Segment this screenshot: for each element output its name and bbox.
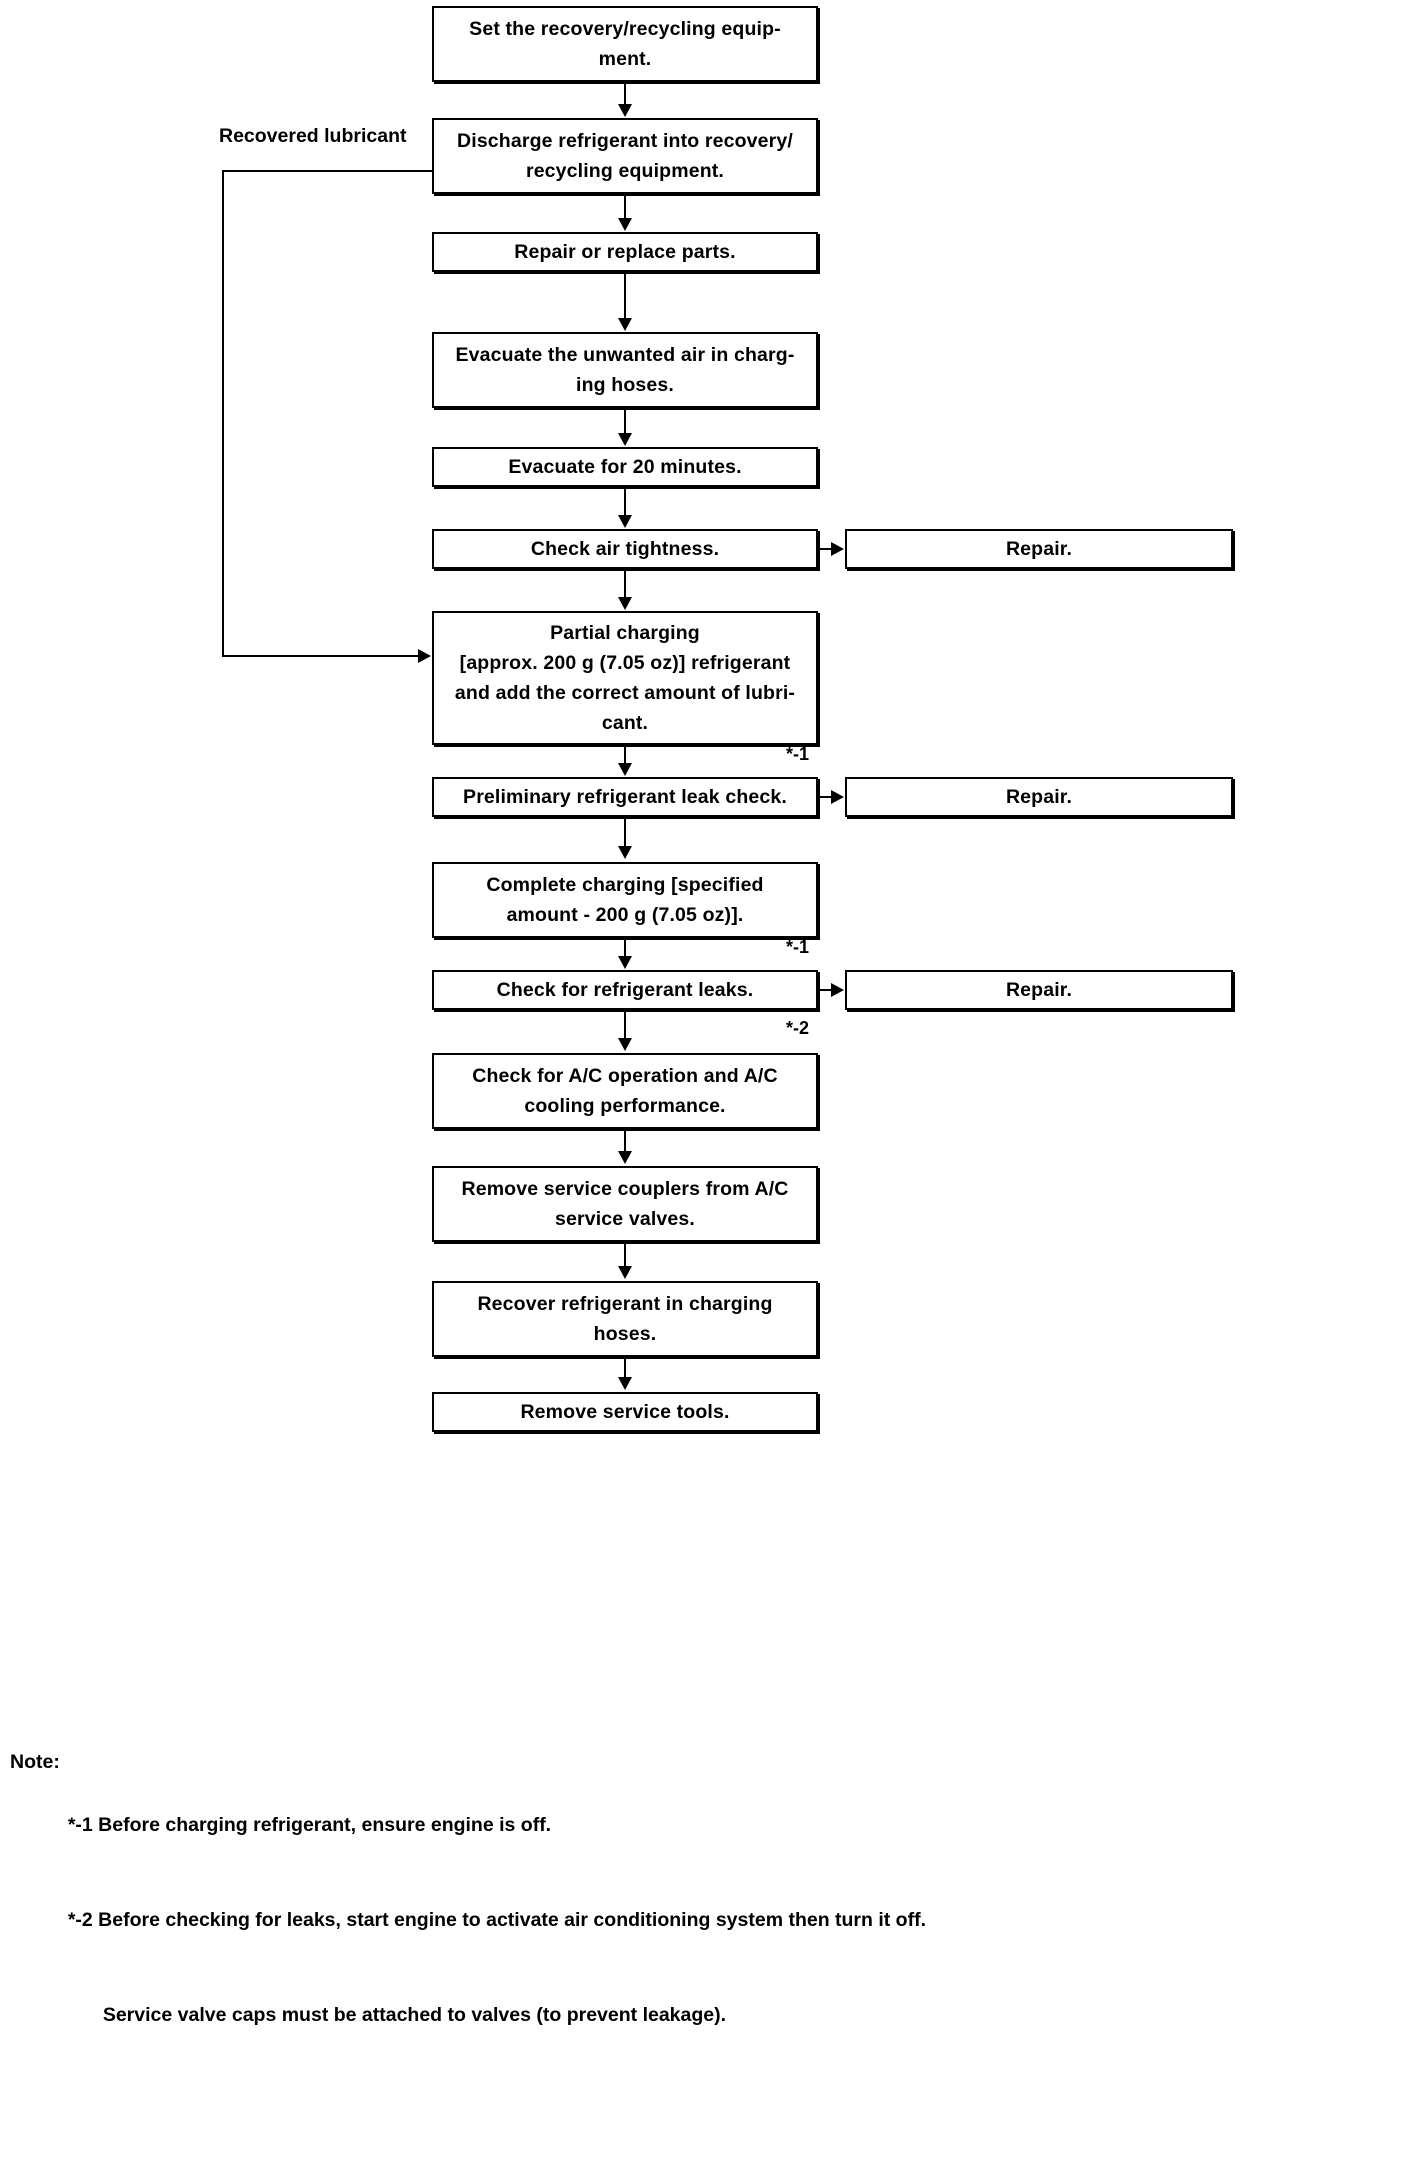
flow-node-complete-charging: Complete charging [specified amount - 20…	[432, 862, 818, 938]
flow-node-check-air-tightness: Check air tightness.	[432, 529, 818, 569]
flow-node-repair-leak: Repair.	[845, 970, 1233, 1010]
connector-line	[624, 817, 626, 848]
flow-node-text: Repair.	[1005, 785, 1073, 808]
flow-node-text: Repair.	[1005, 537, 1073, 560]
feedback-label-recovered-lubricant: Recovered lubricant	[219, 125, 407, 147]
connector-arrow	[618, 846, 632, 859]
connector-line	[624, 194, 626, 220]
connector-arrow	[618, 218, 632, 231]
flow-node-prelim-leak-check: Preliminary refrigerant leak check.	[432, 777, 818, 817]
flow-node-text: Check air tightness.	[530, 537, 720, 560]
connector-line	[624, 569, 626, 599]
flow-node-text: Discharge refrigerant into recovery/ rec…	[457, 129, 793, 182]
flow-node-check-ac-operation: Check for A/C operation and A/C cooling …	[432, 1053, 818, 1129]
flow-node-text: Remove service tools.	[520, 1400, 730, 1423]
branch-arrow	[831, 542, 844, 556]
flow-node-remove-couplers: Remove service couplers from A/C service…	[432, 1166, 818, 1242]
connector-line	[624, 82, 626, 106]
connector-arrow	[618, 318, 632, 331]
flow-node-text: Preliminary refrigerant leak check.	[463, 785, 787, 808]
flow-node-text: Check for refrigerant leaks.	[496, 978, 754, 1001]
connector-arrow	[618, 1377, 632, 1390]
flow-node-evacuate-20min: Evacuate for 20 minutes.	[432, 447, 818, 487]
connector-line	[624, 1129, 626, 1153]
flow-node-text: Remove service couplers from A/C service…	[461, 1177, 789, 1230]
flow-node-text: Repair.	[1005, 978, 1073, 1001]
notes-line-3: Service valve caps must be attached to v…	[102, 2003, 727, 2026]
connector-line	[624, 745, 626, 765]
connector-arrow	[618, 1266, 632, 1279]
connector-arrow	[618, 1151, 632, 1164]
connector-line	[624, 272, 626, 320]
feedback-arrow	[418, 649, 431, 663]
connector-line	[624, 1010, 626, 1040]
connector-line	[624, 487, 626, 517]
feedback-line-bottom	[222, 655, 420, 657]
branch-line	[818, 548, 833, 550]
flow-node-partial-charging: Partial charging [approx. 200 g (7.05 oz…	[432, 611, 818, 745]
flow-node-discharge: Discharge refrigerant into recovery/ rec…	[432, 118, 818, 194]
flow-node-repair-prelim-leak: Repair.	[845, 777, 1233, 817]
flow-node-text: Recover refrigerant in charging hoses.	[477, 1292, 773, 1345]
notes-line-1: *-1 Before charging refrigerant, ensure …	[67, 1814, 552, 1837]
feedback-line-vertical	[222, 170, 224, 657]
footnote-mark-partial-charging: *-1	[786, 744, 810, 764]
connector-arrow	[618, 515, 632, 528]
connector-arrow	[618, 104, 632, 117]
connector-arrow	[618, 597, 632, 610]
connector-arrow	[618, 763, 632, 776]
connector-line	[624, 408, 626, 435]
flow-node-remove-tools: Remove service tools.	[432, 1392, 818, 1432]
flow-node-text: Evacuate the unwanted air in charg- ing …	[455, 343, 795, 396]
footnote-mark-complete-charging: *-1	[786, 937, 810, 957]
footnote-mark-check-leaks: *-2	[786, 1018, 810, 1038]
flow-node-text: Set the recovery/recycling equip- ment.	[469, 17, 781, 70]
notes-line-2: *-2 Before checking for leaks, start eng…	[67, 1909, 926, 1932]
flow-node-check-leaks: Check for refrigerant leaks.	[432, 970, 818, 1010]
connector-arrow	[618, 433, 632, 446]
flow-node-set-equipment: Set the recovery/recycling equip- ment.	[432, 6, 818, 82]
branch-line	[818, 796, 833, 798]
flowchart-canvas: Set the recovery/recycling equip- ment. …	[10, 6, 1233, 2026]
notes-block: Note: *-1 Before charging refrigerant, e…	[10, 1684, 926, 2158]
flow-node-repair-air-tightness: Repair.	[845, 529, 1233, 569]
connector-arrow	[618, 1038, 632, 1051]
flow-node-text: Partial charging [approx. 200 g (7.05 oz…	[454, 621, 796, 735]
branch-arrow	[831, 790, 844, 804]
flow-node-evacuate-air: Evacuate the unwanted air in charg- ing …	[432, 332, 818, 408]
flow-node-recover-hoses: Recover refrigerant in charging hoses.	[432, 1281, 818, 1357]
flow-node-text: Evacuate for 20 minutes.	[508, 455, 742, 478]
flow-node-text: Check for A/C operation and A/C cooling …	[472, 1064, 778, 1117]
branch-arrow	[831, 983, 844, 997]
connector-line	[624, 1357, 626, 1379]
flow-node-text: Complete charging [specified amount - 20…	[486, 873, 764, 926]
connector-arrow	[618, 956, 632, 969]
notes-prefix: Note:	[10, 1751, 60, 1774]
connector-line	[624, 938, 626, 958]
feedback-line-top	[222, 170, 434, 172]
flow-node-text: Repair or replace parts.	[514, 240, 736, 263]
connector-line	[624, 1242, 626, 1268]
branch-line	[818, 989, 833, 991]
flow-node-repair-replace: Repair or replace parts.	[432, 232, 818, 272]
